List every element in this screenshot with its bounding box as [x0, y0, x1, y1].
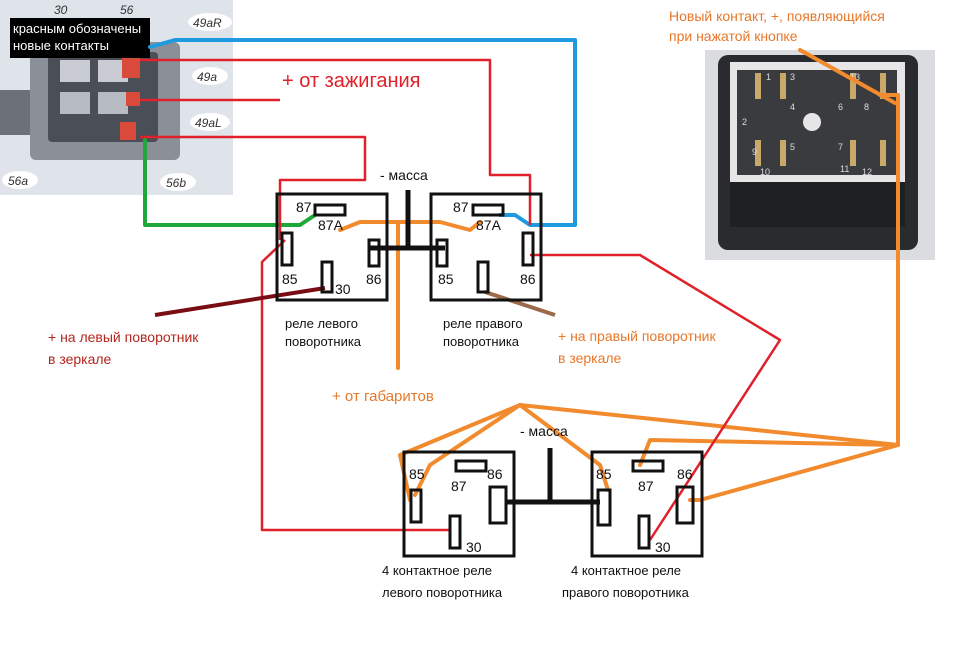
ground-bar-top [370, 190, 445, 251]
relay-right-5pin: 87 87A 85 86 [429, 192, 543, 302]
connector-pin-7: 7 [838, 142, 843, 152]
pin-86: 86 [520, 271, 536, 287]
orange-wire-parking [396, 220, 482, 370]
ground-label-bottom: - масса [520, 423, 568, 439]
pin-86: 86 [677, 466, 693, 482]
note-line-1: красным обозначены [13, 21, 141, 36]
right-mirror-label-line-2: в зеркале [558, 350, 622, 366]
connector-pin-9: 9 [752, 147, 757, 157]
relay-right-4pin-caption-line-1: 4 контактное реле [571, 563, 681, 578]
connector-pin-8: 8 [864, 102, 869, 112]
connector-pin-13: 13 [850, 72, 860, 82]
pin-86: 86 [366, 271, 382, 287]
relay-right-5pin-caption-line-1: реле правого [443, 316, 523, 331]
pin-87: 87 [638, 478, 654, 494]
pin-87a: 87A [318, 217, 344, 233]
pin-label-56a: 56a [8, 174, 28, 188]
connector-pin-12: 12 [862, 167, 872, 177]
left-mirror-label-line-1: + на левый поворотник [48, 329, 199, 345]
pin-85: 85 [596, 466, 612, 482]
pin-label-49aL: 49aL [195, 116, 222, 130]
pin-label-56: 56 [120, 3, 134, 17]
note-line-2: новые контакты [13, 38, 109, 53]
orange-wire-branch-a [638, 438, 900, 467]
relay-left-4pin-caption-line-2: левого поворотника [382, 585, 503, 600]
left-mirror-label-line-2: в зеркале [48, 351, 112, 367]
pin-30: 30 [335, 281, 351, 297]
green-wire [143, 138, 317, 227]
button-connector-photo: 1 2 3 4 5 6 7 8 9 10 11 12 13 [705, 50, 935, 260]
pin-85: 85 [282, 271, 298, 287]
pin-87: 87 [296, 199, 312, 215]
connector-pin-5: 5 [790, 142, 795, 152]
ground-label-top: - масса [380, 167, 428, 183]
orange-wire-branch-c [413, 403, 522, 497]
connector-pin-10: 10 [760, 167, 770, 177]
connector-pin-11: 11 [840, 164, 849, 174]
hazard-switch-photo: красным обозначены новые контакты 30 56 … [0, 0, 233, 195]
orange-wire-parking-left [338, 220, 400, 232]
red-wire-49aL [140, 135, 367, 240]
relay-left-5pin-caption-line-1: реле левого [285, 316, 358, 331]
pin-label-30: 30 [54, 3, 68, 17]
relay-right-4pin: 85 87 86 30 [590, 450, 704, 558]
connector-pin-4: 4 [790, 102, 795, 112]
blue-wire [148, 38, 577, 227]
pin-30: 30 [655, 539, 671, 555]
pin-85: 85 [438, 271, 454, 287]
relay-left-4pin: 85 87 86 30 [402, 450, 516, 558]
dark-red-wire-left-mirror [154, 286, 326, 317]
pin-30: 30 [466, 539, 482, 555]
pin-86: 86 [487, 466, 503, 482]
connector-pin-6: 6 [838, 102, 843, 112]
brown-wire-right-mirror [484, 290, 556, 317]
red-wire-right-86 [530, 253, 782, 541]
connector-pin-3: 3 [790, 72, 795, 82]
red-wire-49a-ignition [140, 58, 532, 225]
relay-right-5pin-caption-line-2: поворотника [443, 334, 520, 349]
connector-pin-1: 1 [766, 72, 771, 82]
right-mirror-label-line-1: + на правый поворотник [558, 328, 716, 344]
ground-bar-bottom [505, 448, 600, 505]
relay-right-4pin-caption-line-2: правого поворотника [562, 585, 690, 600]
orange-wire-branch-d [518, 403, 610, 492]
parking-lights-label: + от габаритов [332, 388, 434, 405]
ignition-label: + от зажигания [282, 70, 421, 92]
relay-left-4pin-caption-line-1: 4 контактное реле [382, 563, 492, 578]
button-annotation-line-2: при нажатой кнопке [669, 28, 798, 44]
pin-87a: 87A [476, 217, 502, 233]
pin-label-49a: 49a [197, 70, 217, 84]
connector-pin-2: 2 [742, 117, 747, 127]
pin-87: 87 [453, 199, 469, 215]
pin-label-56b: 56b [166, 176, 186, 190]
pin-85: 85 [409, 466, 425, 482]
note-box [10, 18, 150, 58]
relay-left-5pin: 87 87A 85 86 30 [275, 192, 389, 302]
pin-87: 87 [451, 478, 467, 494]
pin-label-49aR: 49aR [193, 16, 222, 30]
relay-left-5pin-caption-line-2: поворотника [285, 334, 362, 349]
button-annotation-line-1: Новый контакт, +, появляющийся [669, 8, 885, 24]
red-wire-left-85 [260, 239, 450, 532]
